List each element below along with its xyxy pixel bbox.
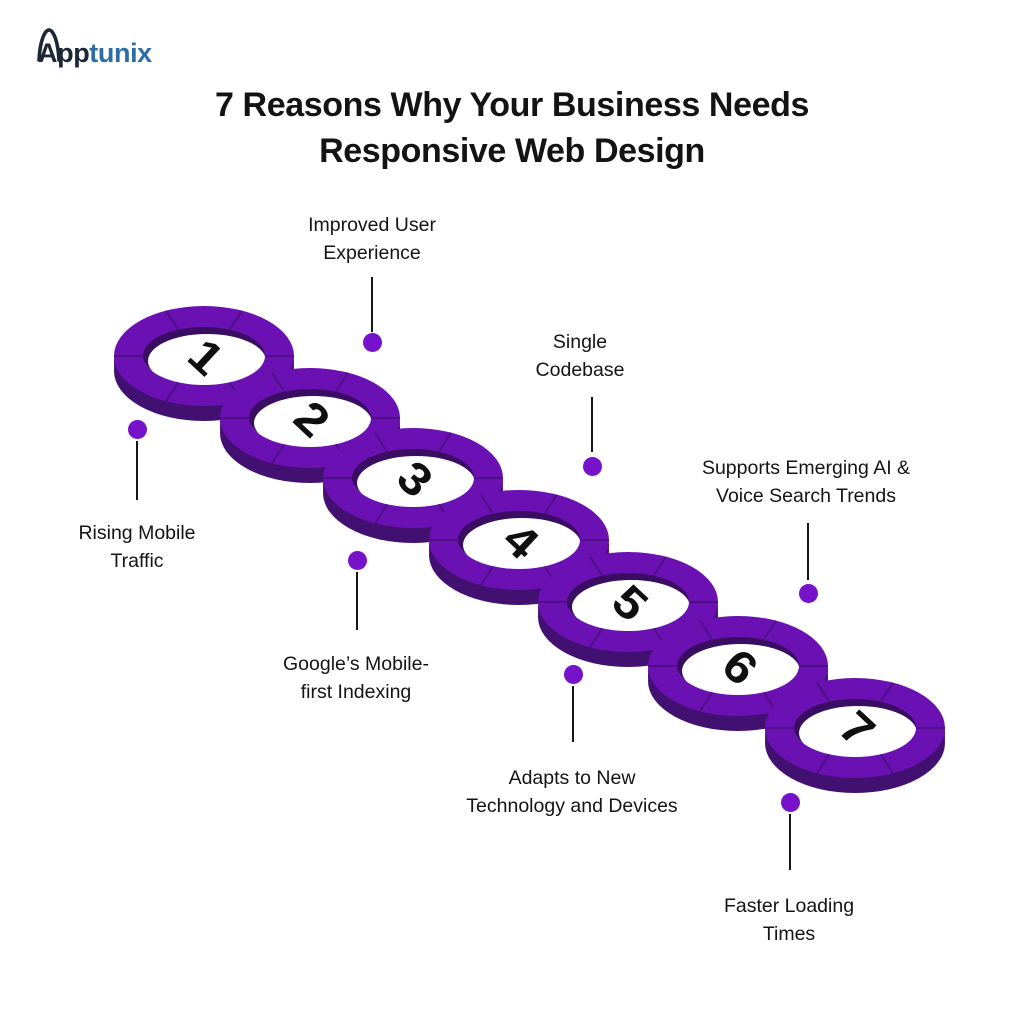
step-dot-5 [563,664,583,684]
step-connector-4 [591,397,593,452]
step-label-4-line-2: Codebase [535,359,625,381]
step-label-7-line-2: Times [762,923,816,945]
step-label-6: Supports Emerging AI & Voice Search Trend… [702,454,910,510]
logo-wordmark: Apptunix [38,38,152,69]
step-label-5-line-1: Adapts to New [508,767,636,789]
step-label-4-line-1: Single [552,331,608,353]
step-label-3: Google’s Mobile-first Indexing [283,650,429,706]
infographic-title: 7 Reasons Why Your Business Needs Respon… [0,82,1024,174]
step-label-6-line-1: Supports Emerging AI & [701,457,911,479]
logo-text-suffix: tunix [89,38,152,68]
title-line-2: Responsive Web Design [319,132,705,170]
step-dot-1 [127,419,147,439]
step-label-3-line-2: first Indexing [300,681,412,703]
step-connector-5 [572,686,574,742]
step-dot-6 [798,583,818,603]
step-dot-4 [582,456,602,476]
step-label-3-line-1: Google’s Mobile- [283,653,429,675]
step-dot-7 [780,792,800,812]
step-label-1-line-2: Traffic [110,550,164,572]
step-connector-7 [789,814,791,870]
step-label-2-line-2: Experience [323,242,421,264]
logo-arch-icon [37,28,61,62]
step-label-5-line-2: Technology and Devices [466,795,678,817]
title-line-1: 7 Reasons Why Your Business Needs [215,86,809,124]
step-connector-2 [371,277,373,332]
step-connector-1 [136,441,138,500]
step-connector-6 [807,523,809,580]
step-dot-2 [362,332,382,352]
step-connector-3 [356,572,358,630]
step-label-6-line-2: Voice Search Trends [716,485,896,507]
logo-text-prefix: App [38,38,90,68]
step-label-2-line-1: Improved User [308,214,436,236]
step-label-1-line-1: Rising Mobile [78,522,196,544]
step-dot-3 [347,550,367,570]
step-label-7-line-1: Faster Loading [723,895,855,917]
